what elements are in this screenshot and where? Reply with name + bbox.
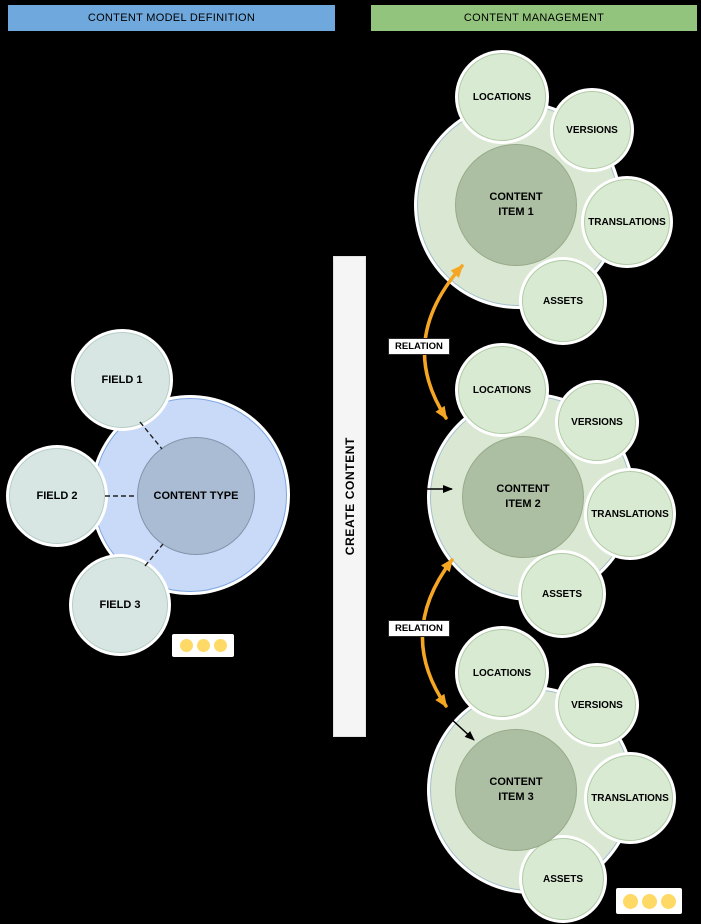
versions-label: VERSIONS — [571, 699, 623, 711]
create-content-label: CREATE CONTENT — [342, 437, 357, 556]
content-item-2-label: CONTENT ITEM 2 — [496, 483, 550, 510]
versions-circle-3: VERSIONS — [558, 666, 636, 744]
field-2-circle: FIELD 2 — [9, 448, 105, 544]
assets-label: ASSETS — [542, 295, 583, 307]
translations-circle-2: TRANSLATIONS — [587, 471, 673, 557]
locations-circle-2: LOCATIONS — [458, 346, 546, 434]
translations-label: TRANSLATIONS — [588, 216, 666, 228]
versions-circle-2: VERSIONS — [558, 383, 636, 461]
translations-circle-3: TRANSLATIONS — [587, 755, 673, 841]
translations-label: TRANSLATIONS — [591, 508, 669, 520]
content-item-3-label: CONTENT ITEM 3 — [489, 776, 543, 803]
field-1-circle: FIELD 1 — [74, 332, 170, 428]
relation-label-2: RELATION — [388, 620, 450, 637]
field-3-circle: FIELD 3 — [72, 557, 168, 653]
translations-label: TRANSLATIONS — [591, 792, 669, 804]
assets-circle-2: ASSETS — [521, 553, 603, 635]
relation-label-1: RELATION — [388, 338, 450, 355]
locations-label: LOCATIONS — [472, 91, 532, 103]
ellipsis-dot-icon — [622, 893, 638, 909]
locations-circle-3: LOCATIONS — [458, 629, 546, 717]
versions-circle-1: VERSIONS — [553, 91, 631, 169]
header-content-model-definition: CONTENT MODEL DEFINITION — [8, 5, 335, 31]
ellipsis-dot-icon — [641, 893, 657, 909]
field-2-label: FIELD 2 — [36, 490, 78, 502]
header-content-management: CONTENT MANAGEMENT — [371, 5, 697, 31]
assets-label: ASSETS — [542, 873, 583, 885]
content-type-circle: CONTENT TYPE — [137, 437, 255, 555]
content-item-3-circle: CONTENT ITEM 3 — [455, 729, 577, 851]
assets-circle-1: ASSETS — [522, 260, 604, 342]
assets-circle-3: ASSETS — [522, 838, 604, 920]
more-fields-indicator — [172, 634, 234, 657]
locations-circle-1: LOCATIONS — [458, 53, 546, 141]
more-items-indicator — [616, 888, 682, 914]
ellipsis-dot-icon — [196, 639, 210, 652]
versions-label: VERSIONS — [571, 416, 623, 428]
content-item-1-circle: CONTENT ITEM 1 — [455, 144, 577, 266]
create-content-bar: CREATE CONTENT — [333, 256, 366, 737]
ellipsis-dot-icon — [660, 893, 676, 909]
content-type-label: CONTENT TYPE — [153, 490, 239, 502]
locations-label: LOCATIONS — [472, 384, 532, 396]
ellipsis-dot-icon — [179, 639, 193, 652]
translations-circle-1: TRANSLATIONS — [584, 179, 670, 265]
versions-label: VERSIONS — [566, 124, 618, 136]
assets-label: ASSETS — [541, 588, 582, 600]
field-3-label: FIELD 3 — [99, 599, 141, 611]
content-item-1-label: CONTENT ITEM 1 — [489, 191, 543, 218]
content-item-2-circle: CONTENT ITEM 2 — [462, 436, 584, 558]
ellipsis-dot-icon — [213, 639, 227, 652]
locations-label: LOCATIONS — [472, 667, 532, 679]
field-1-label: FIELD 1 — [101, 374, 143, 386]
